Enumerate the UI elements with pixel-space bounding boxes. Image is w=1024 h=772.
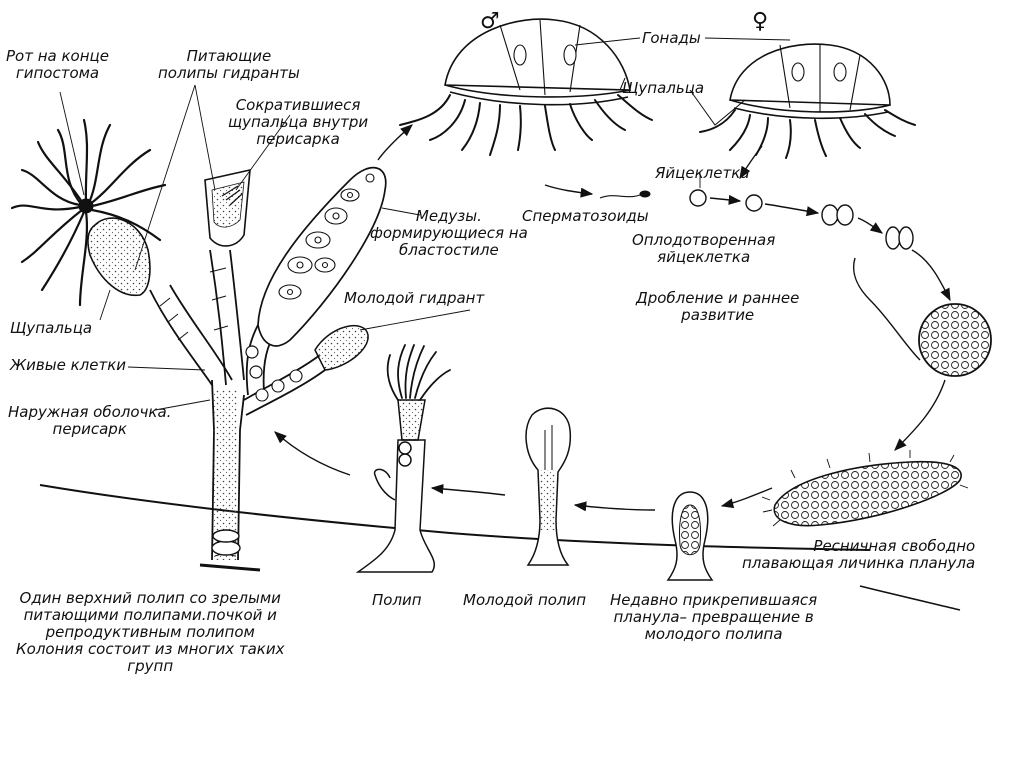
substrate-line-lower	[859, 585, 961, 611]
sperm	[599, 190, 651, 199]
label-colony-caption: Один верхний полип со зрелыми питающими …	[16, 589, 285, 675]
attached-planula	[666, 491, 714, 581]
cycle-arrows	[274, 124, 951, 512]
label-sperm: Сперматозоиды	[522, 207, 649, 225]
blastula	[918, 303, 992, 377]
label-tentacles-medusa: Щупальца	[622, 79, 705, 97]
label-young-hydranth: Молодой гидрант	[344, 289, 485, 307]
fertilized-egg	[745, 194, 763, 212]
two-cell-stage	[821, 204, 854, 226]
female-symbol: ♀	[752, 9, 768, 34]
label-pointers	[59, 84, 701, 411]
label-young-polyp: Молодой полип	[463, 591, 587, 609]
label-outer-shell: Наружная оболочка.перисарк	[8, 403, 172, 438]
male-medusa	[399, 18, 653, 156]
label-living-cells: Живые клетки	[10, 356, 127, 374]
label-gonads: Гонады	[642, 29, 701, 47]
egg-cell	[689, 189, 707, 207]
label-egg-cell: Яйцеклетка	[655, 164, 750, 182]
planula-larva	[761, 450, 969, 527]
young-polyp	[525, 407, 572, 566]
male-symbol: ♂	[480, 9, 500, 34]
female-medusa	[699, 43, 916, 159]
label-polyp: Полип	[372, 591, 422, 609]
hydroid-colony	[10, 118, 387, 561]
polyp	[355, 344, 451, 573]
four-cell-stage	[885, 226, 914, 250]
label-tentacles-left: Щупальца	[10, 319, 93, 337]
substrate-line	[39, 484, 871, 551]
